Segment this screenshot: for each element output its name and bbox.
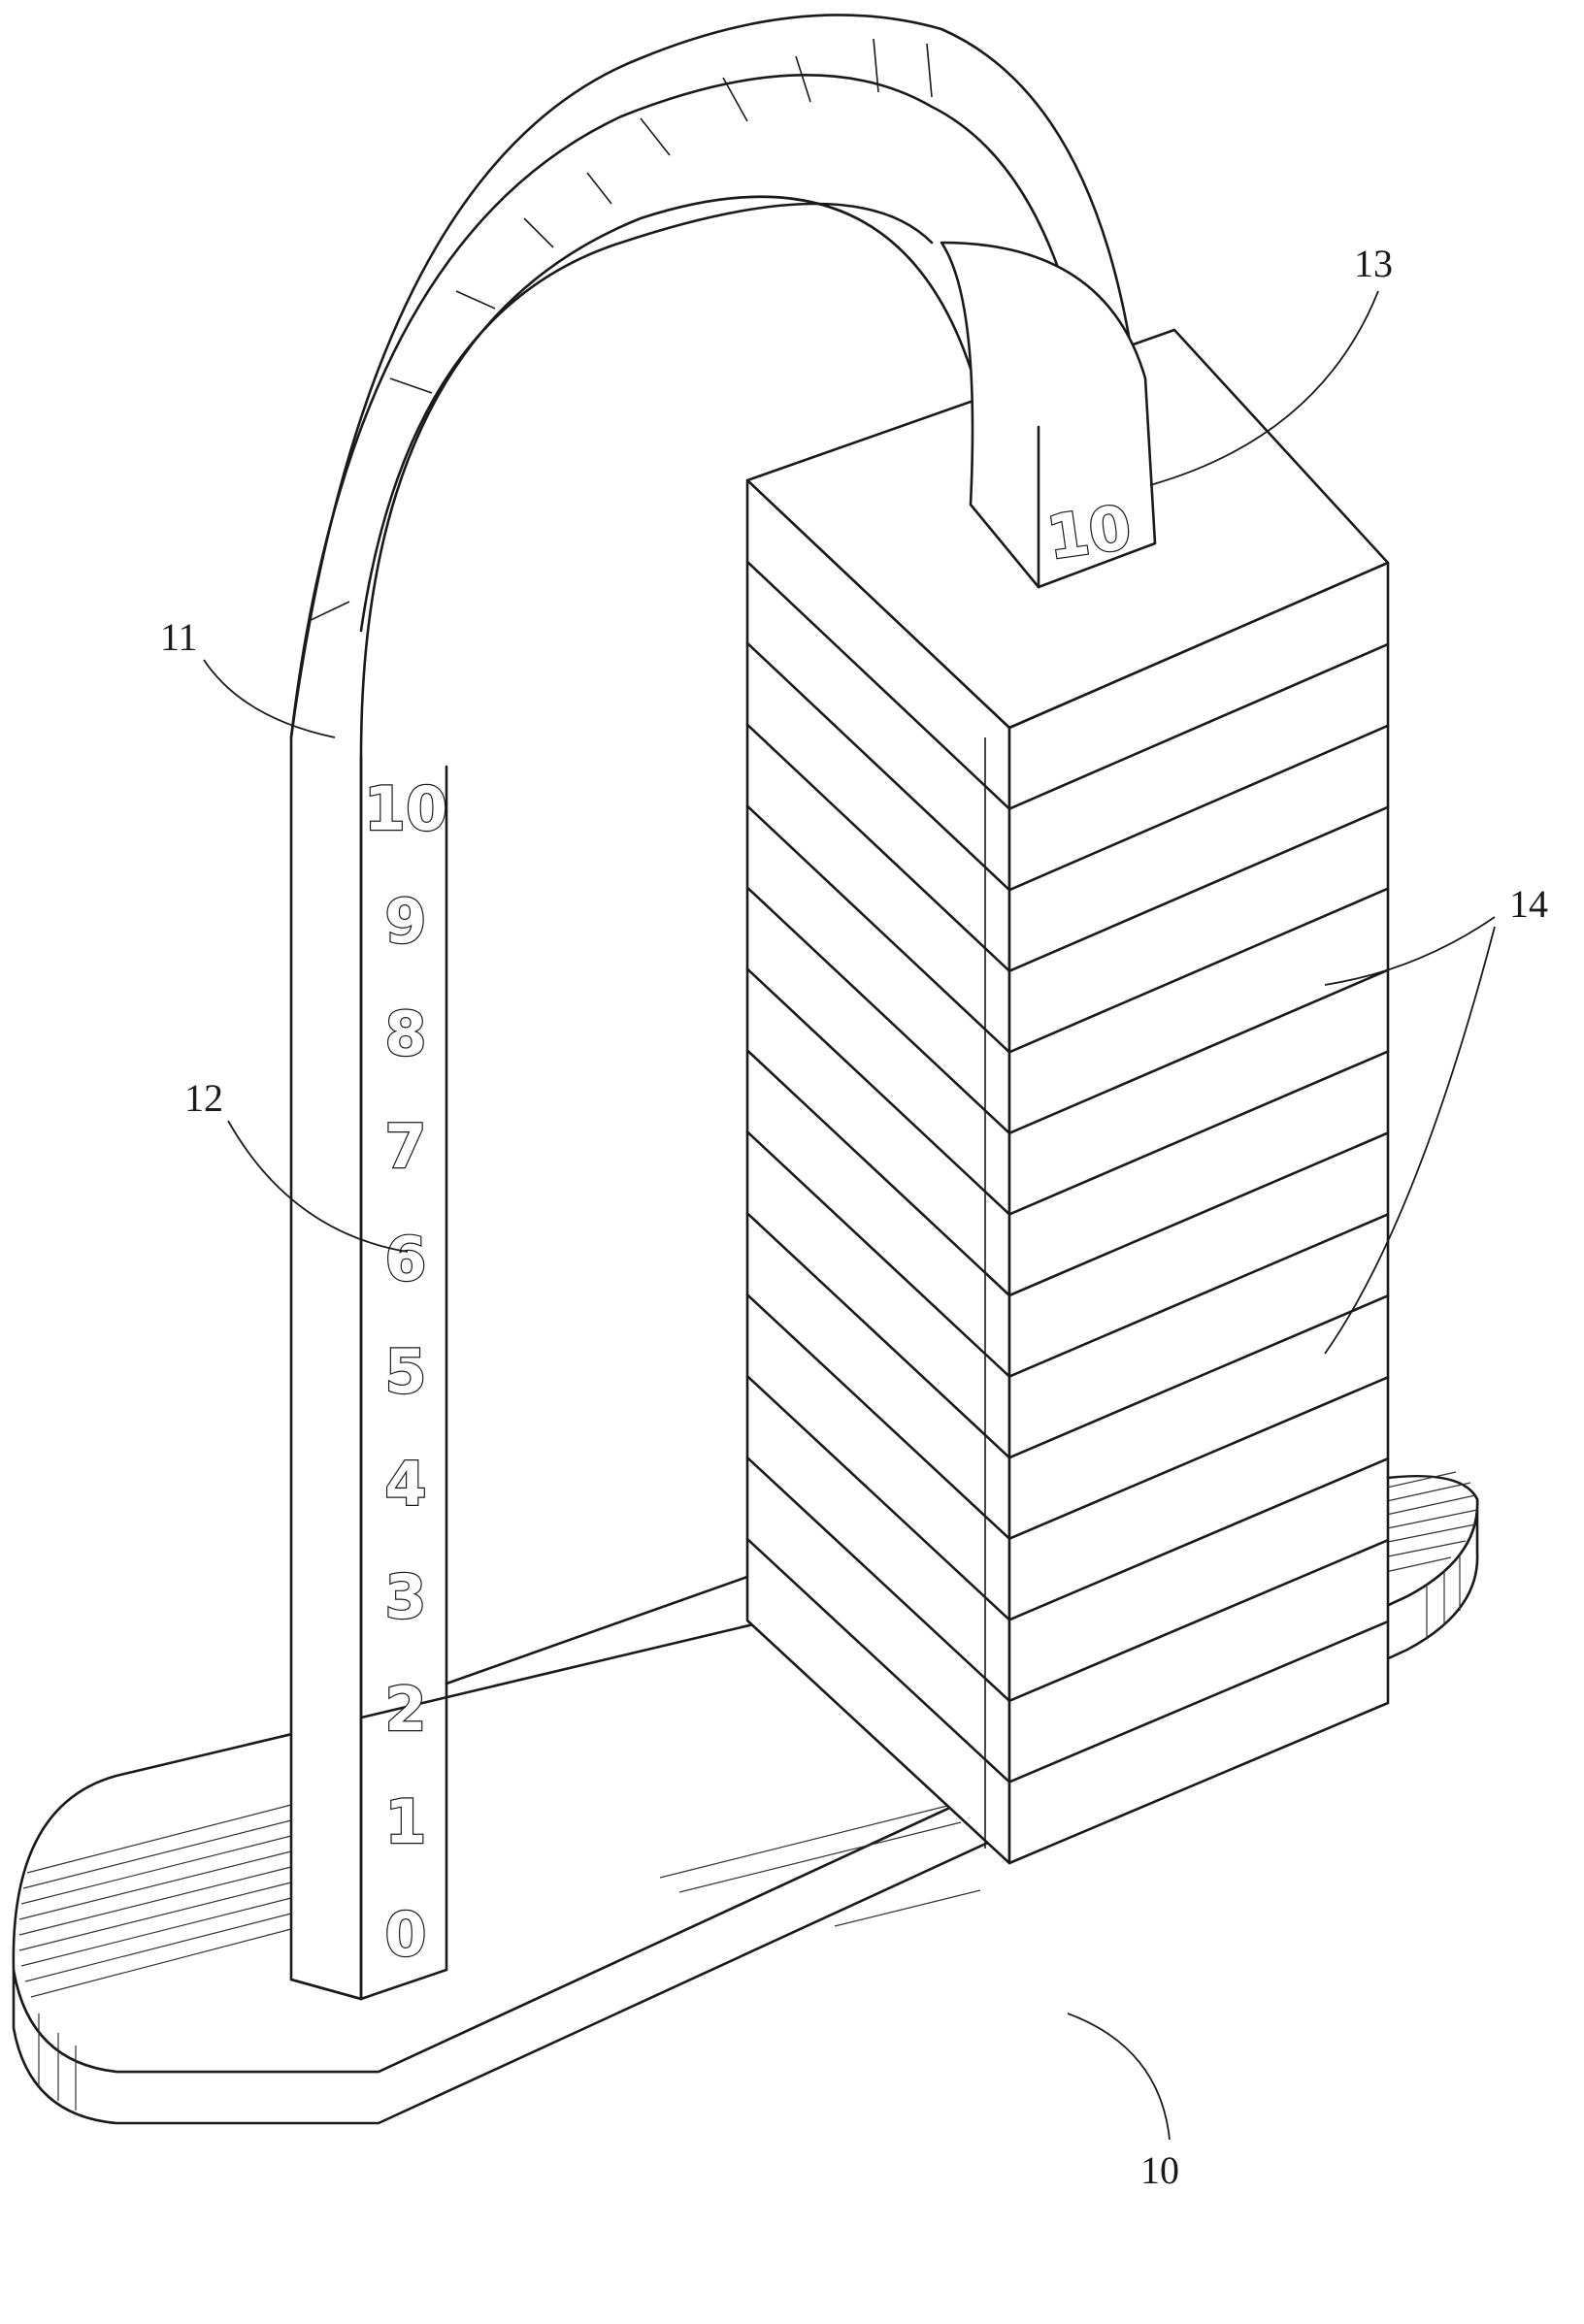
column-end-digit: 10: [1042, 492, 1136, 573]
ref-label-base: 10: [1140, 2148, 1179, 2192]
ref-label-scale-markings: 12: [184, 1076, 223, 1120]
ref-label-stacked-blocks: 14: [1509, 882, 1548, 926]
scale-digit: 6: [384, 1224, 426, 1294]
scale-digit: 10: [364, 773, 447, 844]
scale-digit: 9: [384, 886, 426, 957]
scale-digit: 4: [384, 1449, 426, 1520]
ref-label-column-end-marking: 13: [1354, 242, 1393, 285]
scale-digit: 1: [384, 1786, 426, 1857]
scale-digit: 5: [384, 1336, 426, 1407]
ref-label-column: 11: [160, 615, 198, 659]
scale-digit: 3: [384, 1561, 426, 1632]
scale-digit: 2: [384, 1674, 426, 1745]
leader-base: [1068, 2013, 1170, 2140]
scale-digit: 0: [384, 1899, 426, 1970]
scale-digit: 7: [384, 1111, 426, 1182]
scale-digit: 8: [384, 998, 426, 1069]
